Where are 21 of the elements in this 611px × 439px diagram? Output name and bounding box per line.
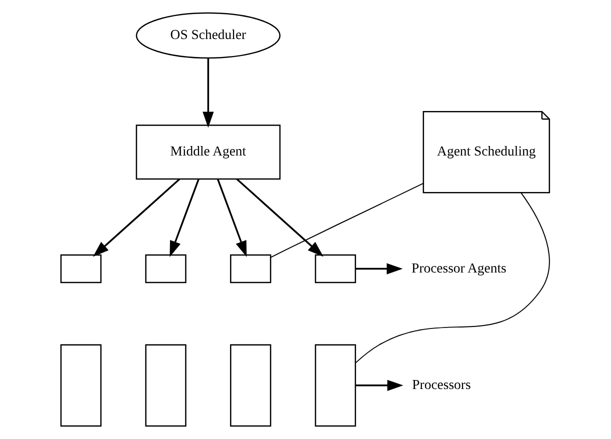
arrow bbox=[92, 178, 180, 257]
arrow bbox=[217, 178, 247, 257]
node-box bbox=[145, 254, 186, 284]
connector bbox=[355, 192, 550, 364]
node-text: Processor Agents bbox=[412, 260, 506, 276]
node-text: Processors bbox=[412, 376, 471, 392]
node-box bbox=[230, 254, 272, 284]
node-box bbox=[60, 254, 102, 284]
node-ellipse: OS Scheduler bbox=[136, 12, 281, 59]
arrow bbox=[356, 380, 404, 392]
node-box bbox=[60, 344, 102, 427]
arrow bbox=[356, 263, 403, 274]
node-box bbox=[314, 344, 356, 427]
arrow bbox=[202, 58, 214, 128]
node-box: Middle Agent bbox=[136, 124, 281, 180]
arrow bbox=[236, 178, 324, 257]
node-box bbox=[230, 344, 272, 427]
arrow bbox=[170, 178, 200, 257]
node-box bbox=[145, 344, 186, 427]
connector bbox=[270, 182, 424, 258]
node-box bbox=[314, 254, 356, 284]
